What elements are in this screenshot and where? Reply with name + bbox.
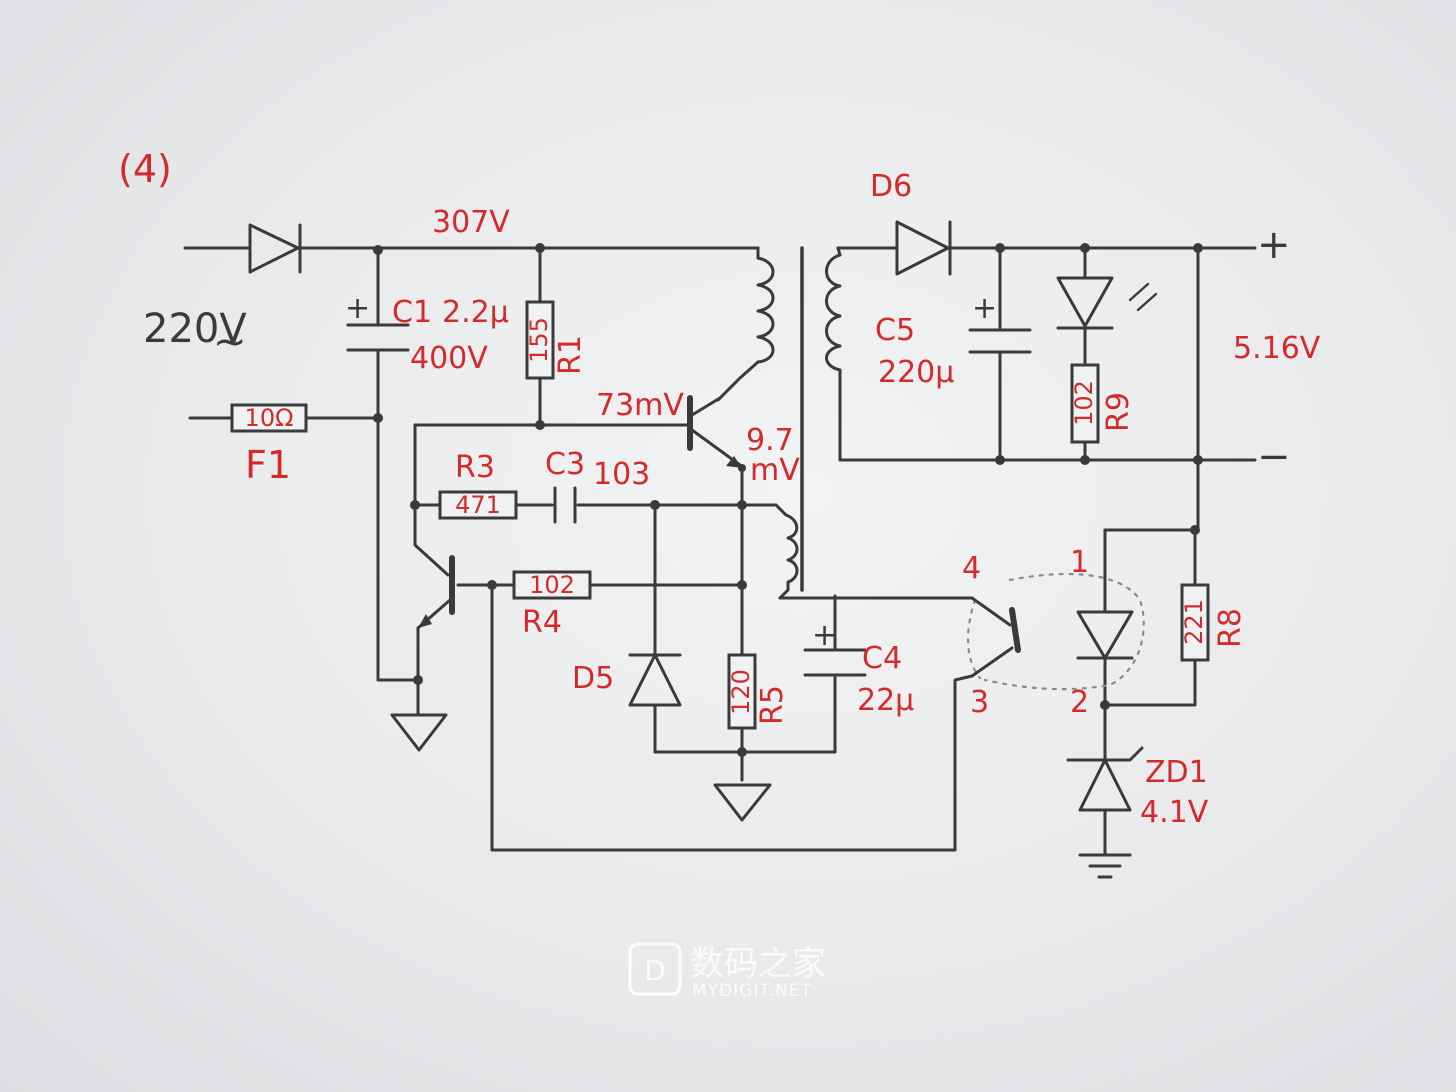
c5-value: 220μ <box>878 355 954 390</box>
c4-capacitor <box>803 648 867 677</box>
ground-symbol-right <box>1078 853 1132 879</box>
r3-resistor <box>438 490 518 520</box>
wires <box>183 246 1257 857</box>
c3-label: C3 <box>545 447 585 482</box>
f1-label: F1 <box>245 443 291 487</box>
c5-capacitor <box>968 328 1032 354</box>
zd1-value: 4.1V <box>1140 795 1209 830</box>
watermark-logo-glyph: D <box>644 954 666 987</box>
input-voltage-label: 220V <box>143 306 247 352</box>
zd1-zener-diode <box>1066 746 1144 812</box>
c1-polarity: + <box>345 291 370 326</box>
r3-label: R3 <box>455 450 495 485</box>
input-rectifier-diode <box>248 223 302 274</box>
c1-rating: 400V <box>410 341 488 376</box>
opto-pin-4: 4 <box>962 551 981 586</box>
c1-value: 2.2μ <box>442 295 509 330</box>
output-voltage-label: 5.16V <box>1233 331 1321 366</box>
q2-transistor <box>418 555 455 628</box>
r4-label: R4 <box>522 605 562 640</box>
c5-polarity: + <box>972 291 997 326</box>
zd1-label: ZD1 <box>1145 755 1208 790</box>
c3-value: 103 <box>593 457 650 492</box>
c5-label: C5 <box>875 313 915 348</box>
watermark-name-cn: 数码之家 <box>690 944 826 984</box>
r5-label: R5 <box>755 685 790 725</box>
r3-value: 471 <box>455 491 501 519</box>
c1-capacitor <box>346 323 410 352</box>
f1-fuse-resistor <box>230 403 308 433</box>
watermark-name-en: MYDIGIT.NET <box>692 981 812 1001</box>
transformer-secondary-winding <box>825 253 842 372</box>
led-indicator <box>1056 276 1158 330</box>
c4-value: 22μ <box>857 683 914 718</box>
figure-number: (4) <box>118 147 172 191</box>
c4-polarity: + <box>812 618 837 653</box>
r5-value: 120 <box>727 669 755 715</box>
r1-label: R1 <box>553 335 588 375</box>
transformer-feedback-winding <box>784 513 799 592</box>
r4-resistor <box>512 570 592 600</box>
r8-resistor <box>1180 583 1210 662</box>
rectified-voltage-label: 307V <box>432 205 510 240</box>
optocoupler <box>967 572 1145 691</box>
c1-label: C1 <box>392 295 432 330</box>
watermark-logo-icon: D <box>628 942 682 996</box>
f1-value: 10Ω <box>245 404 294 432</box>
ground-symbol-left <box>390 708 448 752</box>
d5-diode <box>628 653 682 707</box>
r8-label: R8 <box>1213 608 1248 648</box>
ground-symbol-middle <box>713 783 772 822</box>
c3-capacitor <box>553 486 577 524</box>
opto-pin-1: 1 <box>1070 545 1089 580</box>
ac-symbol: ~ <box>213 319 247 365</box>
r9-label: R9 <box>1101 392 1136 432</box>
base-voltage-label: 73mV <box>596 388 684 423</box>
r8-value: 221 <box>1180 599 1208 645</box>
junction-dots <box>373 243 1203 757</box>
d6-label: D6 <box>870 169 912 204</box>
r1-value: 155 <box>525 317 553 363</box>
r9-value: 102 <box>1070 380 1098 426</box>
output-plus-label: + <box>1257 222 1291 268</box>
r1-resistor <box>525 300 555 380</box>
opto-pin-2: 2 <box>1070 685 1089 720</box>
emitter-voltage-unit: mV <box>750 453 800 488</box>
r5-resistor <box>727 653 757 730</box>
opto-pin-3: 3 <box>970 685 989 720</box>
d6-diode <box>895 220 952 276</box>
r9-resistor <box>1070 363 1100 444</box>
q1-transistor <box>687 395 742 468</box>
d5-label: D5 <box>572 661 614 696</box>
output-minus-label: − <box>1257 434 1291 480</box>
emitter-voltage-value: 9.7 <box>746 423 794 458</box>
watermark: D 数码之家 MYDIGIT.NET <box>628 942 826 1001</box>
c4-label: C4 <box>862 641 902 676</box>
transformer-primary-winding <box>756 256 775 364</box>
r4-value: 102 <box>529 571 575 599</box>
